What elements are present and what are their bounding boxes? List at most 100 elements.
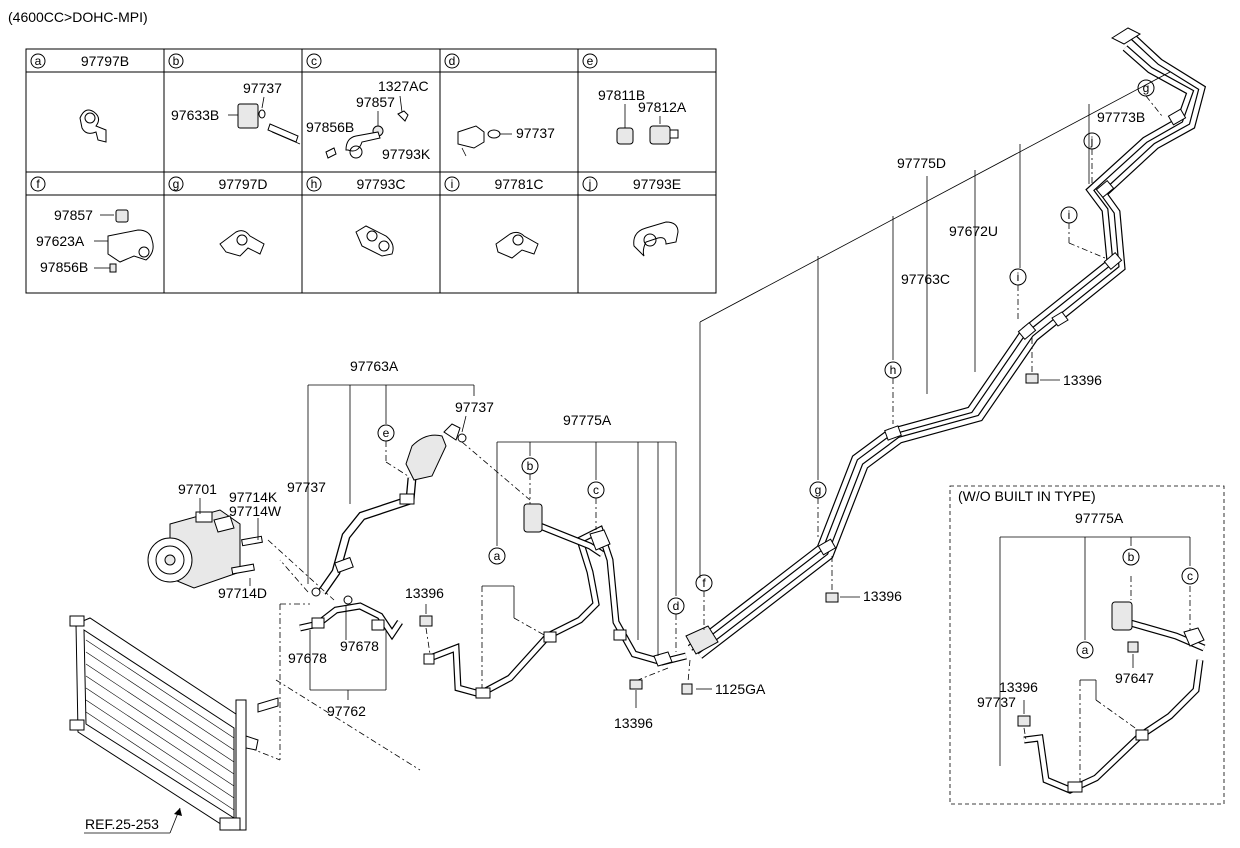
leaders-97775A (481, 441, 677, 688)
label-97773B: 97773B (1097, 109, 1145, 125)
label-97701: 97701 (178, 481, 217, 497)
callout-a: a (488, 547, 506, 565)
table-key-e: e (582, 53, 598, 69)
callout-e: e (377, 424, 409, 477)
table-part-h: 97793C (356, 176, 405, 192)
service-caps-drawing (616, 104, 679, 145)
inset-title: (W/O BUILT IN TYPE) (958, 488, 1096, 504)
svg-text:c: c (1187, 569, 1193, 583)
clamp-c-drawing (325, 95, 409, 159)
svg-text:c: c (593, 483, 599, 497)
table-part-j: 97793E (633, 176, 681, 192)
inset-callout-a: a (1076, 641, 1094, 659)
condenser (69, 615, 279, 831)
callout-d: d (667, 597, 685, 652)
cell-c-label-1: 1327AC (378, 78, 429, 94)
svg-text:h: h (311, 177, 318, 191)
table-part-g: 97797D (218, 176, 267, 192)
svg-text:h: h (890, 363, 897, 377)
callout-b: b (521, 457, 539, 504)
nut-13396-c (629, 667, 669, 708)
table-key-h: h (306, 176, 322, 192)
table-key-d: d (444, 53, 460, 69)
cell-f-label-3: 97856B (40, 259, 88, 275)
cell-b-label-2: 97633B (171, 107, 219, 123)
table-key-a: a (30, 53, 46, 69)
label-97763C: 97763C (901, 271, 950, 287)
label-97714W: 97714W (229, 503, 282, 519)
svg-text:j: j (588, 177, 592, 191)
discharge-hose-97763A (311, 423, 467, 597)
front-line-assembly-97775A (428, 503, 687, 699)
svg-text:d: d (449, 54, 456, 68)
cell-f-label-1: 97857 (54, 207, 93, 223)
label-13396-d: 13396 (405, 585, 444, 601)
label-13396-c: 13396 (614, 715, 653, 731)
table-key-g: g (168, 176, 184, 192)
table-part-i: 97781C (494, 176, 543, 192)
label-97714K: 97714K (229, 489, 278, 505)
table-key-f: f (30, 176, 46, 192)
svg-text:e: e (587, 54, 594, 68)
nut-13396-d (419, 604, 435, 665)
inset-label-97737: 97737 (977, 694, 1016, 710)
compressor-97701 (147, 509, 335, 601)
callout-g-mid: g (809, 481, 827, 540)
svg-text:f: f (702, 576, 706, 590)
cell-c-label-3: 97856B (306, 119, 354, 135)
label-97775D: 97775D (897, 155, 946, 171)
clamp-j-drawing (633, 221, 679, 257)
engine-spec-label: (4600CC>DOHC-MPI) (8, 9, 148, 25)
inset-label-97647: 97647 (1115, 670, 1154, 686)
label-97672U: 97672U (949, 223, 998, 239)
label-13396-b: 13396 (863, 588, 902, 604)
label-97714D: 97714D (218, 585, 267, 601)
fitting-d-drawing (457, 125, 512, 157)
rear-line-assembly (685, 27, 1207, 659)
svg-text:a: a (494, 549, 501, 563)
nut-13396-b (825, 556, 860, 603)
table-part-a: 97797B (81, 53, 129, 69)
label-97678-b: 97678 (340, 638, 379, 654)
callout-g-top: g (1137, 79, 1163, 117)
svg-text:b: b (527, 459, 534, 473)
table-key-c: c (306, 53, 322, 69)
callout-i-lower: i (1009, 268, 1027, 322)
callout-c: c (587, 481, 605, 530)
callout-i-upper: i (1060, 206, 1106, 259)
cell-b-label-1: 97737 (243, 80, 282, 96)
inset-callout-c: c (1181, 567, 1199, 585)
callout-h: h (884, 361, 902, 424)
callout-j: j (1083, 132, 1101, 184)
leaders-rear (699, 71, 1171, 578)
svg-text:i: i (1017, 270, 1020, 284)
label-13396-a: 13396 (1063, 372, 1102, 388)
svg-text:e: e (383, 426, 390, 440)
cell-c-label-2: 97857 (356, 94, 395, 110)
svg-text:b: b (1128, 550, 1135, 564)
label-97762: 97762 (327, 703, 366, 719)
ref-label-group (84, 807, 182, 834)
label-97737-b: 97737 (287, 479, 326, 495)
label-97737-a: 97737 (455, 399, 494, 415)
table-key-b: b (168, 53, 184, 69)
cell-f-label-2: 97623A (36, 233, 85, 249)
nut-13396-a (1025, 338, 1060, 384)
label-97775A: 97775A (563, 412, 612, 428)
clamp-h-drawing (355, 225, 394, 257)
cell-e-label-1: 97811B (598, 87, 645, 103)
inset-label-13396: 13396 (999, 679, 1038, 695)
leaders-97763A (279, 384, 531, 593)
leaders-97762 (249, 603, 421, 771)
svg-text:g: g (815, 483, 822, 497)
inset-label-97775A: 97775A (1075, 510, 1124, 526)
clamp-g-drawing (219, 230, 265, 257)
table-key-i: i (444, 176, 460, 192)
svg-text:a: a (1082, 643, 1089, 657)
clamp-f-drawing (94, 209, 154, 273)
svg-text:j: j (1090, 134, 1094, 148)
label-97678-a: 97678 (288, 650, 327, 666)
inset-assembly (999, 536, 1206, 794)
svg-text:i: i (1068, 208, 1071, 222)
svg-text:b: b (173, 54, 180, 68)
